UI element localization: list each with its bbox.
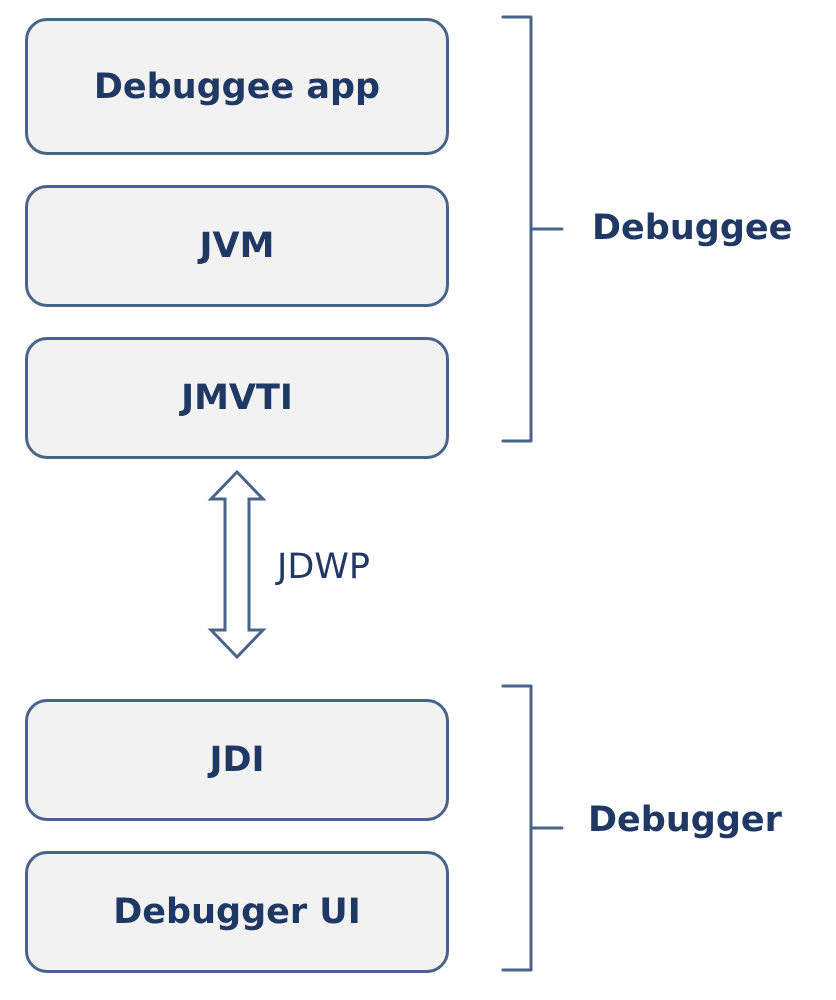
debugger-ui-label: Debugger UI: [113, 892, 361, 932]
jdwp-double-arrow: [207, 469, 267, 660]
debuggee-group-label: Debuggee: [592, 208, 793, 248]
debuggee-app-label: Debuggee app: [93, 66, 381, 107]
jdi-box: JDI: [25, 699, 449, 821]
debuggee-bracket: [501, 15, 564, 443]
debugger-group-label: Debugger: [588, 800, 782, 840]
jdwp-protocol-label: JDWP: [277, 547, 370, 587]
jmvti-box: JMVTI: [25, 337, 449, 459]
debugger-ui-box: Debugger UI: [25, 851, 449, 973]
debuggee-app-box: Debuggee app: [25, 18, 449, 155]
jvm-box: JVM: [25, 185, 449, 307]
jmvti-label: JMVTI: [181, 378, 293, 418]
jvm-label: JVM: [199, 226, 275, 266]
jdi-label: JDI: [209, 740, 265, 780]
debugger-bracket: [501, 684, 564, 972]
